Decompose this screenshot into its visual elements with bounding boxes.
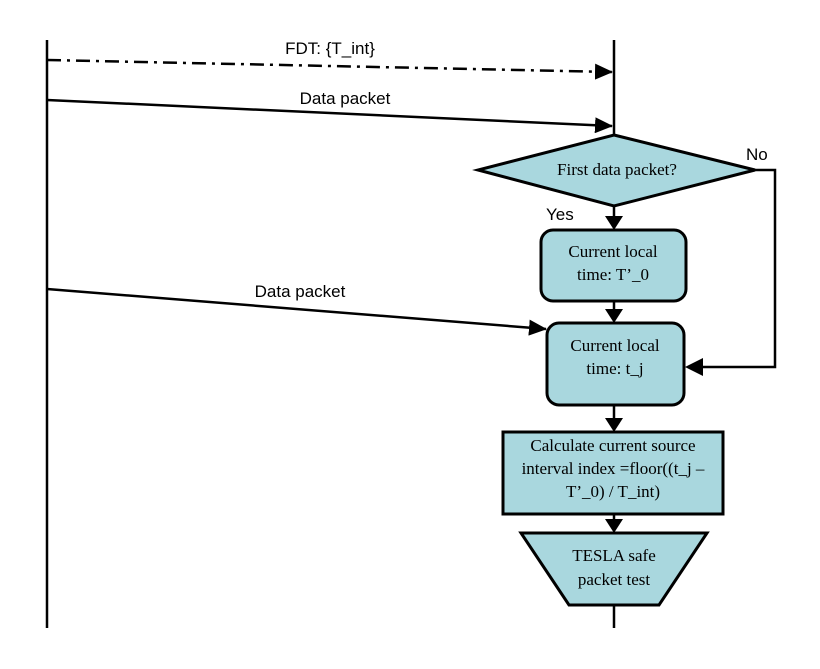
- arrowhead-tj-to-calc: [605, 418, 623, 432]
- data-packet-1-label: Data packet: [300, 89, 391, 108]
- step-tesla-safe-packet-test: [518, 531, 710, 607]
- decision-question: First data packet?: [557, 160, 677, 179]
- yes-label: Yes: [546, 205, 574, 224]
- arrowhead-t0-to-tj: [605, 309, 623, 323]
- no-branch-arrowhead: [685, 358, 703, 376]
- data-packet-1-arrow: [46, 98, 613, 134]
- step-t0-line1: Current local: [568, 242, 657, 261]
- step-tj-line1: Current local: [570, 336, 659, 355]
- fdt-message-arrow: [46, 58, 613, 80]
- arrowhead-calc-to-tesla: [605, 519, 623, 533]
- no-label: No: [746, 145, 768, 164]
- data-packet-2-label: Data packet: [255, 282, 346, 301]
- no-branch-connector: [702, 168, 777, 369]
- step-tesla-line2: packet test: [578, 570, 650, 589]
- yes-branch-arrowhead: [605, 216, 623, 230]
- step-tj-line2: time: t_j: [586, 359, 643, 378]
- fdt-message-label: FDT: {T_int}: [285, 39, 375, 58]
- step-local-time-tj: [545, 321, 686, 407]
- step-t0-line2: time: T’_0: [577, 265, 649, 284]
- step-tesla-line1: TESLA safe: [572, 546, 656, 565]
- data-packet-2-arrow: [46, 287, 547, 336]
- step-calc-line2: interval index =floor((t_j –: [522, 459, 705, 478]
- step-calc-line3: T’_0) / T_int): [566, 482, 660, 501]
- step-calc-line1: Calculate current source: [530, 436, 695, 455]
